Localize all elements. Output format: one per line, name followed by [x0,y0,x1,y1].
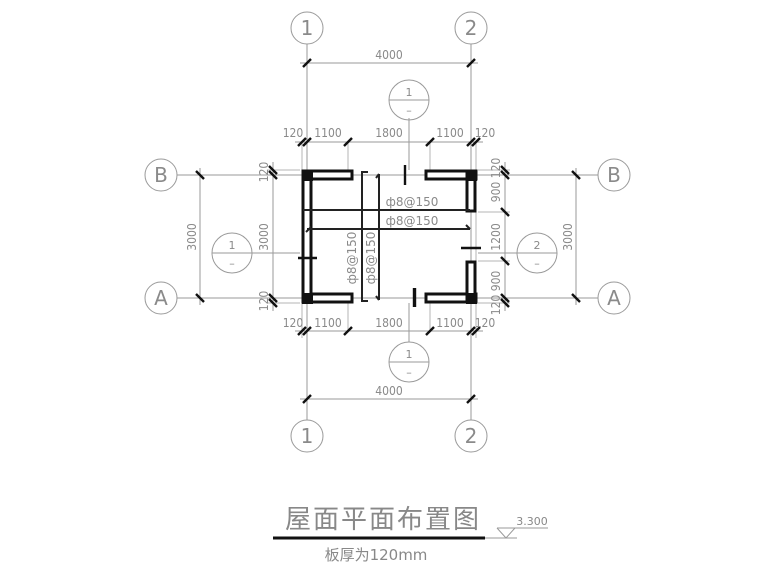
svg-text:900: 900 [489,182,503,203]
dim-top-overall: 4000 [300,48,478,68]
dim-right-overall: 3000 [561,168,581,305]
svg-text:1: 1 [406,348,413,361]
axis-bubble-B-left: B [144,158,178,192]
axis-bubble-2-bottom: 2 [454,419,488,453]
svg-text:120: 120 [475,126,496,140]
svg-text:4000: 4000 [375,384,403,398]
section-cut-marks [298,165,481,307]
svg-text:120: 120 [489,158,503,179]
columns [302,170,477,304]
svg-text:1800: 1800 [375,316,403,330]
svg-text:4000: 4000 [375,48,403,62]
drawing-title-block: 屋面平面布置图 板厚为120mm [273,505,485,564]
svg-text:120: 120 [257,291,271,312]
svg-text:120: 120 [283,126,304,140]
svg-text:–: – [534,257,540,270]
section-marker-top: 1 – [388,79,430,170]
section-marker-bottom: 1 – [388,303,430,383]
svg-text:3000: 3000 [561,223,575,251]
svg-text:ф8@150: ф8@150 [345,232,359,285]
svg-text:–: – [406,366,412,379]
drawing-title: 屋面平面布置图 [285,505,481,535]
svg-text:ф8@150: ф8@150 [364,232,378,285]
svg-text:1: 1 [301,424,314,448]
dim-right-segments: 120 900 1200 900 120 [489,158,510,316]
drawing-subtitle: 板厚为120mm [325,546,428,564]
rebar-labels: ф8@150 ф8@150 ф8@150 ф8@150 [345,195,438,284]
svg-text:1200: 1200 [489,223,503,251]
axis-lines [177,44,598,420]
axis-bubble-1-top: 1 [290,11,324,45]
svg-text:B: B [607,163,621,187]
svg-text:900: 900 [489,271,503,292]
svg-text:B: B [154,163,168,187]
svg-text:120: 120 [257,162,271,183]
svg-text:1: 1 [229,239,236,252]
svg-text:3000: 3000 [185,223,199,251]
svg-text:ф8@150: ф8@150 [386,214,439,228]
elevation-value: 3.300 [516,515,548,528]
dim-left-overall: 3000 [185,168,205,305]
svg-text:A: A [607,286,621,310]
axis-bubble-A-left: A [144,281,178,315]
dim-top-segments: 120 1100 1800 1100 120 [283,126,496,147]
axis-bubble-A-right: A [597,281,631,315]
svg-text:A: A [154,286,168,310]
elevation-marker: 3.300 [485,515,548,539]
dim-bottom-overall: 4000 [300,384,478,404]
walls [301,169,478,304]
svg-text:120: 120 [475,316,496,330]
axis-bubble-1-bottom: 1 [290,419,324,453]
svg-text:–: – [406,104,412,117]
rebar-lines [303,171,471,302]
svg-text:1: 1 [301,16,314,40]
svg-text:1800: 1800 [375,126,403,140]
svg-text:1100: 1100 [314,316,342,330]
section-marker-left: 1 – [211,232,300,274]
svg-text:2: 2 [534,239,541,252]
svg-text:1100: 1100 [314,126,342,140]
svg-text:–: – [229,257,235,270]
axis-bubble-B-right: B [597,158,631,192]
section-marker-right: 2 – [478,232,558,274]
svg-text:2: 2 [465,16,478,40]
svg-text:1100: 1100 [436,126,464,140]
dim-bottom-segments: 120 1100 1800 1100 120 [283,316,496,336]
svg-text:120: 120 [283,316,304,330]
axis-bubble-2-top: 2 [454,11,488,45]
svg-text:ф8@150: ф8@150 [386,195,439,209]
svg-text:120: 120 [489,295,503,316]
svg-text:2: 2 [465,424,478,448]
svg-text:1: 1 [406,86,413,99]
dim-left-segments: 120 3000 120 [257,162,278,312]
svg-text:3000: 3000 [257,223,271,251]
svg-text:1100: 1100 [436,316,464,330]
